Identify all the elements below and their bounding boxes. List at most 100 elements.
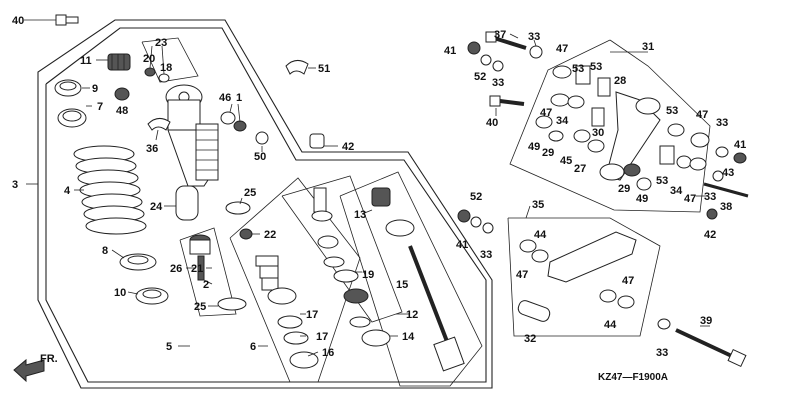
sub-frame-1	[141, 37, 199, 83]
part-50	[255, 131, 269, 145]
callout-15: 15	[396, 279, 408, 291]
callout-22: 22	[264, 229, 276, 241]
callout-41b: 41	[734, 139, 746, 151]
callout-4: 4	[64, 185, 71, 197]
shock-body-1-part	[165, 84, 219, 187]
callout-45: 45	[560, 155, 572, 167]
bolt-37-part	[485, 31, 527, 50]
fittings-29-49-part	[623, 163, 652, 191]
sub-frame-6	[229, 177, 361, 383]
callout-9: 9	[92, 83, 98, 95]
adjustnut-7-part	[57, 108, 87, 128]
callout-41c: 41	[456, 239, 468, 251]
bearings-left-part	[535, 65, 611, 153]
assembly-frame-3	[37, 19, 493, 389]
callout-47b: 47	[540, 107, 552, 119]
part-20-18	[144, 67, 170, 83]
callout-17b: 17	[316, 331, 328, 343]
callout-5: 5	[166, 341, 172, 353]
part-42a	[309, 133, 325, 149]
callout-28: 28	[614, 75, 626, 87]
callout-33f: 33	[656, 347, 668, 359]
part-46	[220, 111, 247, 132]
bump-24-part	[175, 185, 199, 221]
callout-53b: 53	[590, 61, 602, 73]
sub-frame-12	[339, 171, 483, 387]
callout-25: 25	[244, 187, 256, 199]
callout-34: 34	[556, 115, 569, 127]
front-direction-label: FR.	[40, 353, 58, 365]
callout-labels: 40 23 11 20 18 9 7 48 46 1 51 3 36 50 42…	[12, 15, 746, 359]
callout-17: 17	[306, 309, 318, 321]
callout-11: 11	[80, 55, 92, 67]
callout-53d: 53	[656, 175, 668, 187]
collar-32-part	[517, 300, 551, 322]
callout-31: 31	[642, 41, 654, 53]
part-41a	[467, 41, 481, 55]
callout-27: 27	[574, 163, 586, 175]
damper-stack-15-part	[311, 187, 371, 328]
callout-42b: 42	[704, 229, 716, 241]
callout-47c: 47	[696, 109, 708, 121]
leader-lines	[24, 19, 710, 357]
callout-37: 37	[494, 29, 506, 41]
callout-39: 39	[700, 315, 712, 327]
bolt-39-part	[657, 318, 747, 368]
callout-24: 24	[150, 201, 163, 213]
callout-52: 52	[474, 71, 486, 83]
rod-12-part	[361, 187, 465, 372]
callout-42: 42	[342, 141, 354, 153]
callout-30: 30	[592, 127, 604, 139]
adjuster-11-part	[107, 53, 131, 71]
valve-21-part	[189, 234, 211, 281]
callout-46: 46	[219, 92, 231, 104]
callout-6: 6	[250, 341, 256, 353]
callout-20: 20	[143, 53, 155, 65]
callout-47f: 47	[622, 275, 634, 287]
washer-52a-part	[480, 54, 504, 72]
callout-33: 33	[528, 31, 540, 43]
bolt-40-part	[55, 14, 79, 26]
callout-33c: 33	[716, 117, 728, 129]
bearings-right-part	[659, 123, 749, 220]
callout-16: 16	[322, 347, 334, 359]
callout-29: 29	[542, 147, 554, 159]
callout-19: 19	[362, 269, 374, 281]
callout-29b: 29	[618, 183, 630, 195]
callout-40b: 40	[486, 117, 498, 129]
callout-23: 23	[155, 37, 167, 49]
callout-51: 51	[318, 63, 330, 75]
bolt-40b-part	[489, 95, 525, 107]
callout-47e: 47	[516, 269, 528, 281]
callout-32: 32	[524, 333, 536, 345]
part-48	[114, 87, 130, 101]
callout-52b: 52	[470, 191, 482, 203]
callout-1: 1	[236, 92, 242, 104]
damper-stack-6-part	[255, 255, 319, 369]
diagram-code: KZ47—F1900A	[598, 372, 668, 383]
rod-35-part	[519, 231, 637, 309]
locknut-9-part	[54, 79, 82, 97]
callout-26: 26	[170, 263, 182, 275]
callout-7: 7	[97, 101, 103, 113]
callout-53: 53	[572, 63, 584, 75]
callout-35: 35	[532, 199, 544, 211]
front-direction-arrow	[13, 358, 45, 383]
sub-frame-26	[179, 227, 237, 317]
callout-49b: 49	[636, 193, 648, 205]
assembly-frame-5	[45, 27, 487, 383]
callout-3: 3	[12, 179, 18, 191]
callout-44: 44	[534, 229, 547, 241]
callout-44b: 44	[604, 319, 617, 331]
callout-14: 14	[402, 331, 415, 343]
callout-33b: 33	[492, 77, 504, 89]
callout-48: 48	[116, 105, 128, 117]
clip-25b-part	[217, 297, 247, 311]
callout-18: 18	[160, 62, 172, 74]
callout-47d: 47	[684, 193, 696, 205]
callout-50: 50	[254, 151, 266, 163]
arm-frame-31	[509, 39, 711, 213]
callout-10: 10	[114, 287, 126, 299]
part-22	[239, 228, 253, 240]
